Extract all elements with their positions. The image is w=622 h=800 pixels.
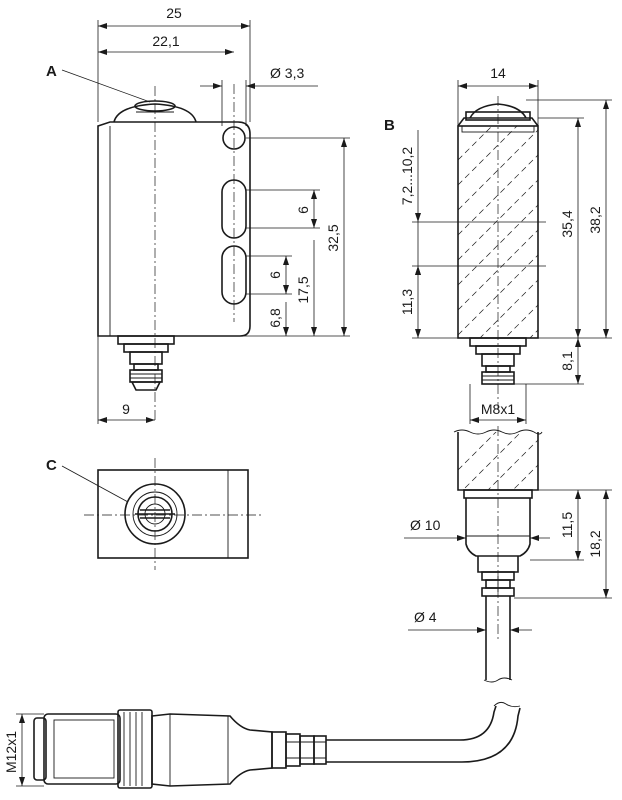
dim-slot-length-lower: 6 — [267, 271, 283, 279]
cable-sleeve — [463, 489, 533, 597]
dim-connector-length: 8,1 — [559, 351, 575, 371]
m12-connector-view: M12x1 — [3, 701, 521, 789]
dim-hole-diameter: Ø 3,3 — [270, 65, 304, 81]
dim-connector-offset: 9 — [122, 401, 130, 417]
front-housing — [97, 121, 251, 337]
dim-thread-m12: M12x1 — [3, 731, 19, 773]
dim-cable-diameter: Ø 4 — [414, 609, 437, 625]
side-view: 14 35,4 38,2 8,1 7,2...10,2 11,3 — [384, 65, 612, 424]
dim-front-body-width: 22,1 — [152, 33, 179, 49]
dim-slot-position: 17,5 — [295, 276, 311, 303]
callout-c: C — [46, 457, 57, 474]
dim-bottom-offset: 6,8 — [267, 308, 283, 328]
dim-sleeve-diameter: Ø 10 — [410, 517, 441, 533]
top-view: C — [46, 457, 262, 570]
dim-slot-length: 6 — [295, 206, 311, 214]
callout-b: B — [384, 117, 395, 134]
dim-optical-axis-range: 7,2...10,2 — [399, 147, 415, 206]
dim-hole-spacing: 32,5 — [325, 224, 341, 251]
dim-sleeve-length: 11,5 — [559, 512, 575, 538]
callout-a: A — [46, 63, 57, 80]
dim-cable-total-length: 18,2 — [587, 530, 603, 557]
dim-side-width: 14 — [490, 65, 506, 81]
cable-view: 11,5 18,2 Ø 10 Ø 4 — [404, 426, 612, 683]
dim-thread-m8: M8x1 — [481, 401, 515, 417]
side-connector — [469, 337, 527, 385]
top-connector-outer — [124, 483, 186, 545]
dim-side-total-height: 38,2 — [587, 206, 603, 233]
dim-front-width: 25 — [166, 5, 182, 21]
dim-lower-height: 11,3 — [399, 289, 415, 315]
front-view: 25 22,1 Ø 3,3 6 32,5 6 1 — [46, 5, 350, 424]
front-connector — [117, 335, 175, 391]
top-housing — [97, 469, 249, 559]
dim-side-body-height: 35,4 — [559, 210, 575, 237]
